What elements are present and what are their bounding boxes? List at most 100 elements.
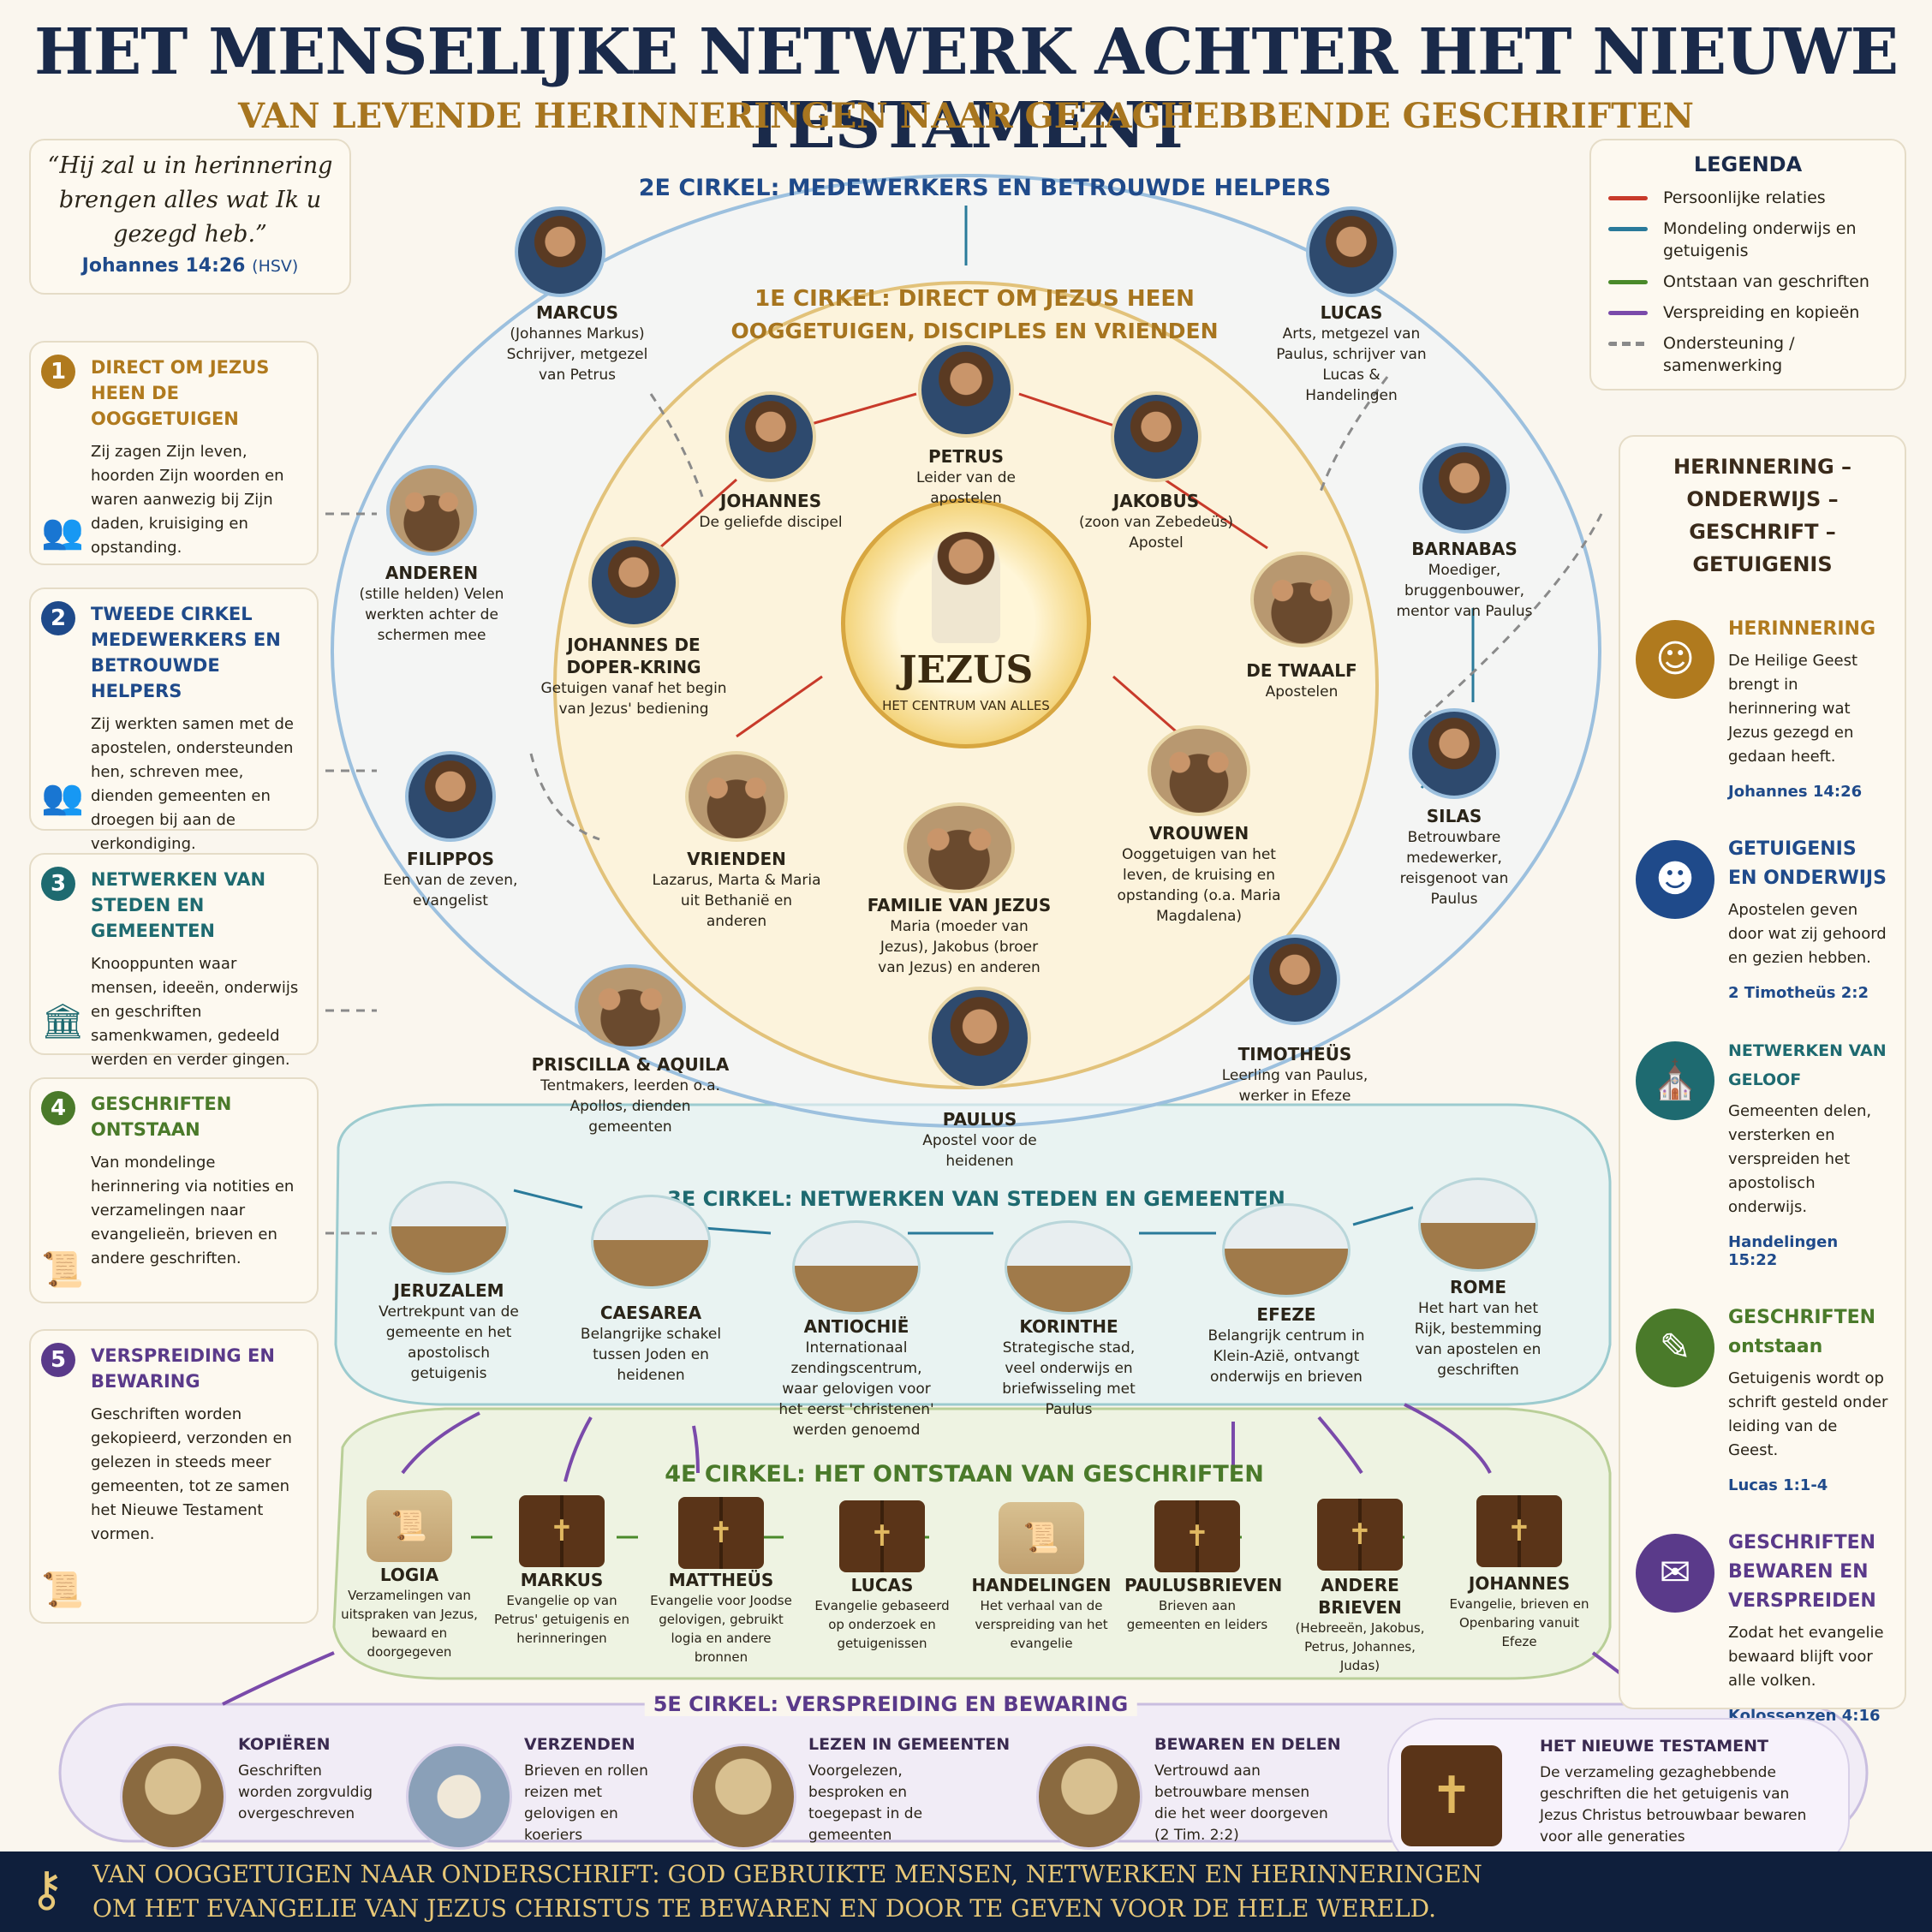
step-number: 2 xyxy=(41,601,75,635)
person-name: MARCUS xyxy=(535,302,619,323)
person-desc: Getuigen vanaf het begin van Jezus' bedi… xyxy=(540,680,727,718)
scroll-icon: 📜 xyxy=(41,1250,84,1290)
person-desc: (Johannes Markus) Schrijver, metgezel va… xyxy=(506,325,648,384)
summary-item: ✎ GESCHRIFTEN ontstaan Getuigenis wordt … xyxy=(1636,1303,1889,1494)
legend-swatch-green xyxy=(1608,280,1648,284)
johannes-doper-portrait xyxy=(588,537,679,628)
person-name: VRIENDEN xyxy=(687,849,786,869)
person-desc: Lazarus, Marta & Maria uit Bethanië en a… xyxy=(652,872,821,930)
jesus-figure xyxy=(932,532,1000,643)
quote-reference: Johannes 14:26 (HSV) xyxy=(39,255,341,277)
ring-4-band xyxy=(332,1407,1612,1680)
legend-item: Verspreiding en kopieën xyxy=(1608,301,1887,324)
vrouwen-portrait xyxy=(1148,725,1250,816)
reading-group-icon xyxy=(690,1744,796,1850)
summary-text: De Heilige Geest brengt in herinnering w… xyxy=(1728,652,1858,766)
helpers-icon: 👥 xyxy=(41,778,84,817)
writing-desc: Het verhaal van de verspreiding van het … xyxy=(975,1598,1108,1651)
bible-icon: ✝ xyxy=(1401,1745,1502,1846)
summary-item: ✉ GESCHRIFTEN BEWAREN EN VERSPREIDEN Zod… xyxy=(1636,1529,1889,1725)
vrienden-portrait xyxy=(685,751,788,842)
andere-brieven-book-icon: ✝ xyxy=(1317,1499,1403,1571)
summary-item: ☺ HERINNERING De Heilige Geest brengt in… xyxy=(1636,615,1889,801)
summary-ref: 2 Timotheüs 2:2 xyxy=(1728,984,1869,1002)
key-icon: ⚷ xyxy=(29,1862,65,1917)
support-lines xyxy=(325,376,1603,1235)
person-desc: Betrouwbare medewerker, reisgenoot van P… xyxy=(1399,829,1509,908)
mattheus-book-icon: ✝ xyxy=(678,1497,764,1569)
spread-name: VERZENDEN xyxy=(524,1735,635,1754)
legend-item: Ontstaan van geschriften xyxy=(1608,271,1887,293)
jeruzalem-image xyxy=(389,1181,509,1275)
legend: LEGENDA Persoonlijke relaties Mondeling … xyxy=(1589,139,1906,391)
spread-name: LEZEN IN GEMEENTEN xyxy=(808,1735,1011,1754)
city-desc: Vertrekpunt van de gemeente en het apost… xyxy=(379,1303,519,1382)
person-name: JAKOBUS xyxy=(1112,491,1200,511)
person-desc: Moediger, bruggenbouwer, mentor van Paul… xyxy=(1396,562,1533,620)
ring-5-title: 5E CIRKEL: VERSPREIDING EN BEWARING xyxy=(644,1692,1137,1716)
rome-image xyxy=(1418,1178,1538,1272)
legend-swatch-blue xyxy=(1608,227,1648,231)
summary-text: Getuigenis wordt op schrift gesteld onde… xyxy=(1728,1369,1888,1459)
barnabas-portrait xyxy=(1419,443,1510,534)
person-name: FAMILIE VAN JEZUS xyxy=(867,895,1052,915)
person-silas: SILAS Betrouwbare medewerker, reisgenoot … xyxy=(1381,805,1527,909)
handelingen-scroll-icon: 📜 xyxy=(999,1502,1084,1574)
person-johannes: JOHANNES De geliefde discipel xyxy=(694,490,848,533)
legend-title: LEGENDA xyxy=(1693,152,1803,176)
anderen-portrait xyxy=(386,465,477,556)
person-vrienden: VRIENDEN Lazarus, Marta & Maria uit Betha… xyxy=(651,848,822,932)
city-name: EFEZE xyxy=(1256,1304,1316,1325)
person-name: SILAS xyxy=(1426,806,1482,826)
ring-3-title: 3E CIRKEL: NETWERKEN VAN STEDEN EN GEMEE… xyxy=(667,1187,1285,1211)
markus-book-icon: ✝ xyxy=(519,1495,605,1567)
step-title: TWEEDE CIRKEL MEDEWERKERS EN BETROUWDE H… xyxy=(91,604,281,701)
person-desc: (stille helden) Velen werkten achter de … xyxy=(359,586,504,644)
jesus-center: JEZUS HET CENTRUM VAN ALLES xyxy=(841,498,1091,748)
person-desc: Leider van de apostelen xyxy=(916,469,1016,507)
city-name: ROME xyxy=(1450,1277,1506,1297)
person-desc: Apostelen xyxy=(1265,683,1339,701)
summary-ref: Lucas 1:1-4 xyxy=(1728,1476,1828,1494)
writing-desc: Evangelie op van Petrus' getuigenis en h… xyxy=(493,1593,630,1646)
writing-desc: (Hebreeën, Jakobus, Petrus, Johannes, Ju… xyxy=(1295,1620,1425,1673)
person-name: PETRUS xyxy=(927,446,1004,467)
writing-name: LOGIA xyxy=(379,1565,439,1585)
step-number: 5 xyxy=(41,1343,75,1377)
ring-2-title: 2E CIRKEL: MEDEWERKERS EN BETROUWDE HELP… xyxy=(638,175,1332,201)
summary-item: ⛪ NETWERKEN VAN GELOOF Gemeenten delen, … xyxy=(1636,1036,1889,1269)
person-jakobus: JAKOBUS(zoon van Zebedeüs) Apostel xyxy=(1066,490,1246,553)
writing-desc: Evangelie voor Joodse gelovigen, gebruik… xyxy=(650,1593,792,1665)
person-anderen: ANDEREN(stille helden) Velen werkten ach… xyxy=(355,562,509,646)
city-desc: Het hart van het Rijk, bestemming van ap… xyxy=(1414,1300,1542,1379)
person-desc: De geliefde discipel xyxy=(699,514,843,531)
speaking-icon: ☻ xyxy=(1636,840,1714,919)
jesus-name: JEZUS xyxy=(898,648,1034,692)
step-5-panel: 5 VERSPREIDING EN BEWARING Geschriften w… xyxy=(29,1329,319,1624)
church-icon: ⛪ xyxy=(1636,1041,1714,1120)
city-desc: Internationaal zendingscentrum, waar gel… xyxy=(778,1339,934,1439)
lucas-portrait xyxy=(1306,206,1397,297)
scrolls-icon: 📜 xyxy=(41,1571,84,1610)
ring-4-title: 4E CIRKEL: HET ONTSTAAN VAN GESCHRIFTEN xyxy=(665,1461,1264,1488)
page-subtitle: VAN LEVENDE HERINNERINGEN NAAR GEZAGHEBB… xyxy=(238,96,1694,136)
spread-bewaren-en-delen: BEWAREN EN DELEN Vertrouwd aan betrouwba… xyxy=(1036,1718,1362,1872)
writing-name: LUCAS xyxy=(850,1575,914,1595)
spread-kopieren: KOPIËREN Geschriften worden zorgvuldig o… xyxy=(120,1718,377,1872)
city-name: ANTIOCHIË xyxy=(803,1316,909,1337)
summary-text: Gemeenten delen, versterken en verspreid… xyxy=(1728,1102,1872,1216)
person-name: JOHANNES xyxy=(719,491,822,511)
ring-3-band xyxy=(334,1103,1612,1406)
step-2-panel: 2 TWEEDE CIRKEL MEDEWERKERS EN BETROUWDE… xyxy=(29,587,319,853)
